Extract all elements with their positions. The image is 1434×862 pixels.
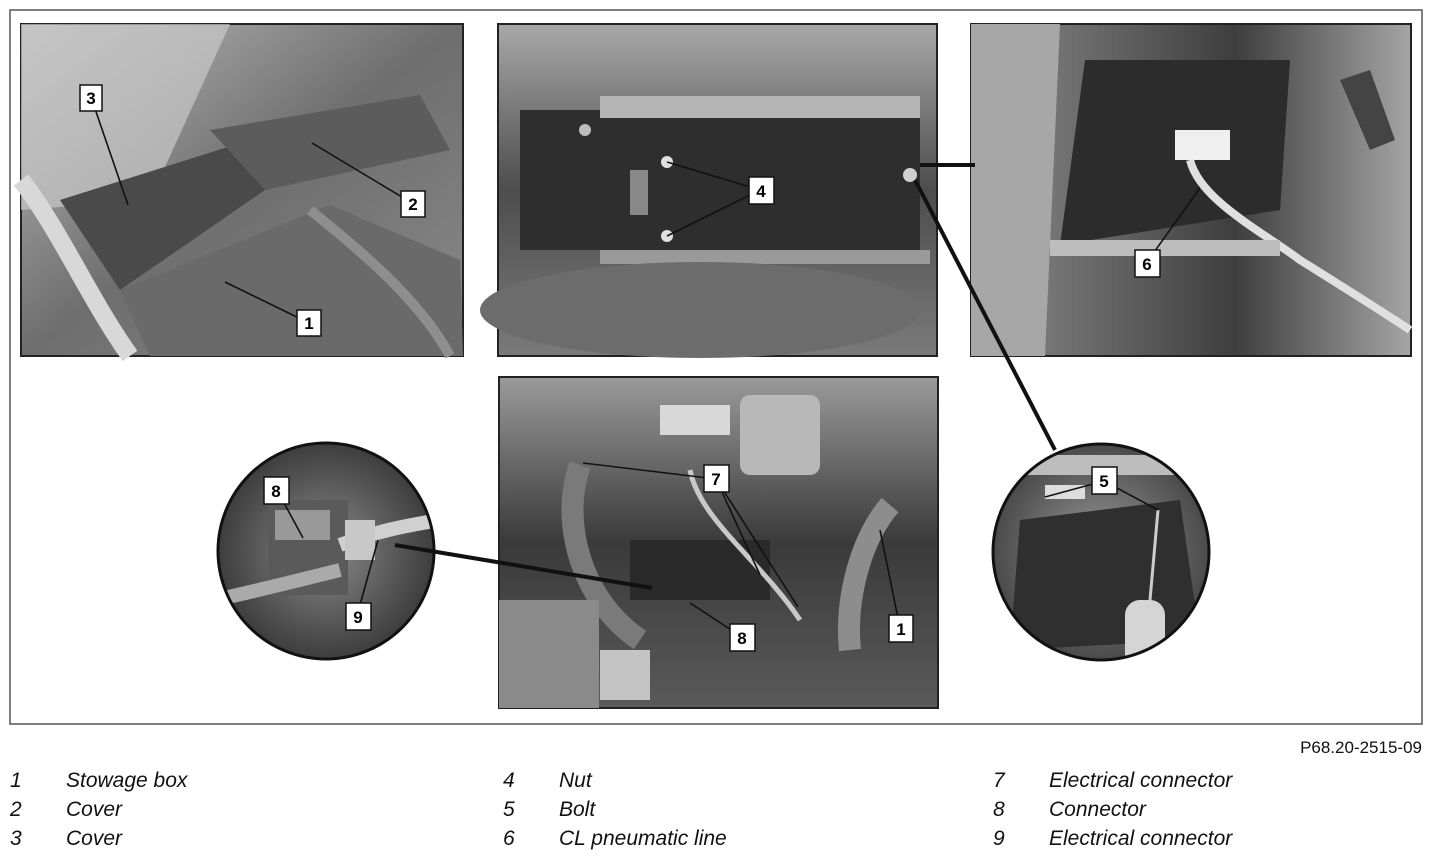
legend-item: 3 Cover <box>10 824 470 853</box>
legend-number: 7 <box>993 768 1005 792</box>
legend-item: 6 CL pneumatic line <box>503 824 963 853</box>
callout-p1-3: 3 <box>79 84 103 112</box>
legend-text: Bolt <box>559 797 596 821</box>
legend-item: 2 Cover <box>10 795 470 824</box>
legend-number: 1 <box>10 768 22 792</box>
link-line-circle-connectors-panel4 <box>394 543 653 590</box>
svg-text:8: 8 <box>737 629 746 648</box>
callout-p3-6: 6 <box>1134 249 1161 278</box>
legend-item: 9 Electrical connector <box>993 824 1434 853</box>
svg-text:4: 4 <box>756 182 766 201</box>
svg-text:6: 6 <box>1142 255 1151 274</box>
callout-c1-8: 8 <box>263 476 290 505</box>
callout-c1-9: 9 <box>345 602 372 631</box>
legend-text: Stowage box <box>66 768 188 792</box>
legend-number: 9 <box>993 826 1005 850</box>
legend-number: 5 <box>503 797 515 821</box>
svg-text:5: 5 <box>1099 472 1108 491</box>
svg-text:1: 1 <box>896 620 905 639</box>
legend-number: 8 <box>993 797 1005 821</box>
legend-item: 8 Connector <box>993 795 1434 824</box>
svg-text:7: 7 <box>711 470 720 489</box>
callout-p2-4: 4 <box>748 176 775 205</box>
link-line-panel2-circle-bolt <box>913 179 1057 451</box>
callout-p4-7: 7 <box>703 464 730 493</box>
legend-text: Cover <box>66 797 123 821</box>
svg-text:2: 2 <box>408 195 417 214</box>
callout-p1-1: 1 <box>296 309 322 337</box>
legend-item: 4 Nut <box>503 766 963 795</box>
legend-text: Connector <box>1049 797 1146 821</box>
legend-column-2: 4 Nut 5 Bolt 6 CL pneumatic line <box>503 766 963 853</box>
legend-item: 1 Stowage box <box>10 766 470 795</box>
legend-text: Nut <box>559 768 592 792</box>
legend-item: 7 Electrical connector <box>993 766 1434 795</box>
photo-panel-pneumatic-line <box>970 23 1413 357</box>
detail-circle-bolt <box>991 442 1211 662</box>
legend-number: 3 <box>10 826 22 850</box>
legend-number: 6 <box>503 826 515 850</box>
callout-p4-1: 1 <box>888 614 914 643</box>
photo-panel-stowage-box <box>13 23 464 362</box>
legend-number: 2 <box>10 797 22 821</box>
legend-text: Electrical connector <box>1049 768 1233 792</box>
legend-text: Electrical connector <box>1049 826 1233 850</box>
legend-number: 4 <box>503 768 515 792</box>
svg-text:9: 9 <box>353 608 362 627</box>
photo-panel-nuts <box>480 23 938 358</box>
photo-panel-console-wiring <box>498 376 939 709</box>
svg-text:1: 1 <box>304 314 313 333</box>
legend-item: 5 Bolt <box>503 795 963 824</box>
callout-p4-8: 8 <box>729 623 756 652</box>
figure-code: P68.20-2515-09 <box>1300 738 1422 757</box>
svg-text:8: 8 <box>271 482 280 501</box>
legend-text: Cover <box>66 826 123 850</box>
callout-c2-5: 5 <box>1091 466 1118 495</box>
svg-text:3: 3 <box>86 89 95 108</box>
callout-p1-2: 2 <box>400 190 426 218</box>
legend-text: CL pneumatic line <box>559 826 727 850</box>
